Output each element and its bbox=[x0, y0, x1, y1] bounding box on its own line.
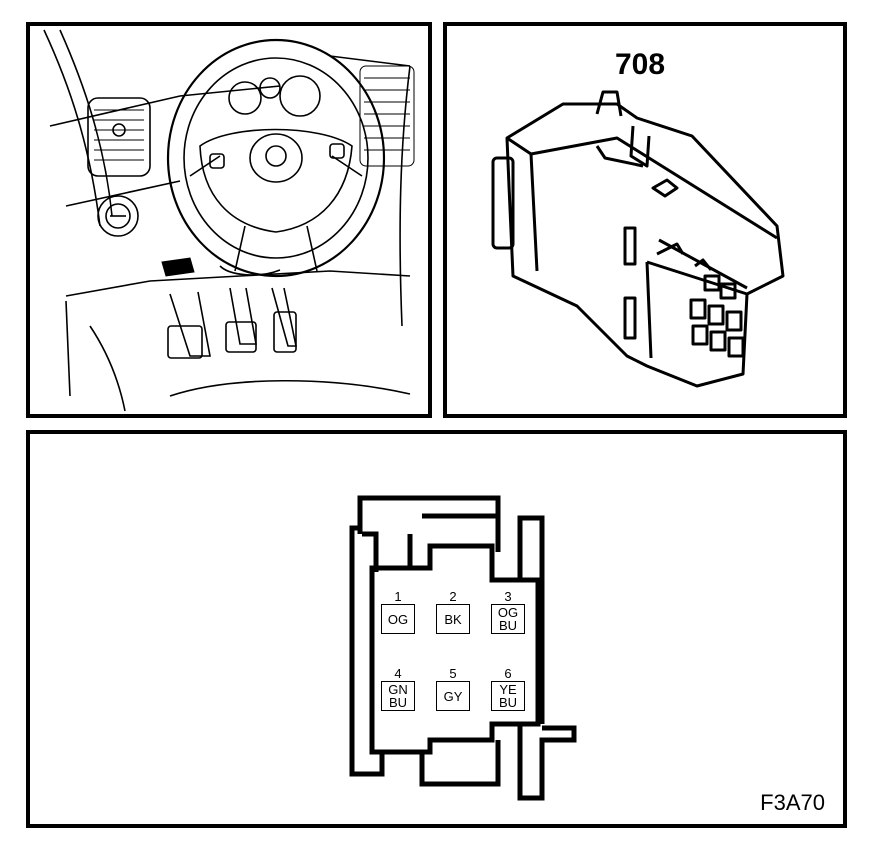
pin-5: 5 GY bbox=[433, 667, 473, 711]
pin-cavity: OG BU bbox=[491, 604, 525, 634]
pin-cavity: OG bbox=[381, 604, 415, 634]
pin-number: 5 bbox=[449, 666, 457, 681]
pin-cavity: GN BU bbox=[381, 681, 415, 711]
connector-view-panel: 708 bbox=[443, 22, 847, 418]
left-air-vent bbox=[87, 97, 151, 177]
wire-stripe-color: BU bbox=[498, 618, 518, 633]
accelerator-pedal bbox=[273, 311, 297, 353]
clutch-pedal bbox=[167, 325, 203, 359]
wire-color: OG bbox=[497, 605, 519, 620]
pin-cavity: GY bbox=[436, 681, 470, 711]
brake-pedal bbox=[225, 321, 257, 353]
steering-wheel bbox=[166, 38, 386, 278]
light-switch bbox=[97, 195, 139, 237]
pin-cavity: YE BU bbox=[491, 681, 525, 711]
pin-cavity: BK bbox=[436, 604, 470, 634]
wire-stripe-color: BU bbox=[388, 695, 408, 710]
location-panel bbox=[26, 22, 432, 418]
pinout-panel: 1 OG 2 BK 3 OG BU 4 GN BU 5 GY 6 YE BU bbox=[26, 430, 847, 828]
figure-code: F3A70 bbox=[760, 790, 825, 815]
dashboard-illustration bbox=[43, 29, 415, 412]
connector-location-marker bbox=[161, 257, 195, 277]
pin-number: 4 bbox=[394, 666, 402, 681]
pin-number: 3 bbox=[504, 589, 512, 604]
pin-2: 2 BK bbox=[433, 590, 473, 634]
pin-4: 4 GN BU bbox=[378, 667, 418, 711]
pin-1: 1 OG bbox=[378, 590, 418, 634]
pin-3: 3 OG BU bbox=[488, 590, 528, 634]
wire-color: GN bbox=[388, 682, 408, 697]
pin-number: 2 bbox=[449, 589, 457, 604]
wire-color: GY bbox=[443, 688, 463, 704]
pin-number: 6 bbox=[504, 666, 512, 681]
wire-color: YE bbox=[499, 682, 517, 697]
wire-stripe-color: BU bbox=[498, 695, 518, 710]
wire-color: BK bbox=[444, 611, 462, 627]
connector-number: 708 bbox=[615, 48, 666, 81]
connector-face-outline bbox=[349, 495, 577, 801]
connector-housing-3d bbox=[491, 90, 785, 388]
pin-6: 6 YE BU bbox=[488, 667, 528, 711]
wire-color: OG bbox=[387, 611, 409, 627]
pin-number: 1 bbox=[394, 589, 402, 604]
